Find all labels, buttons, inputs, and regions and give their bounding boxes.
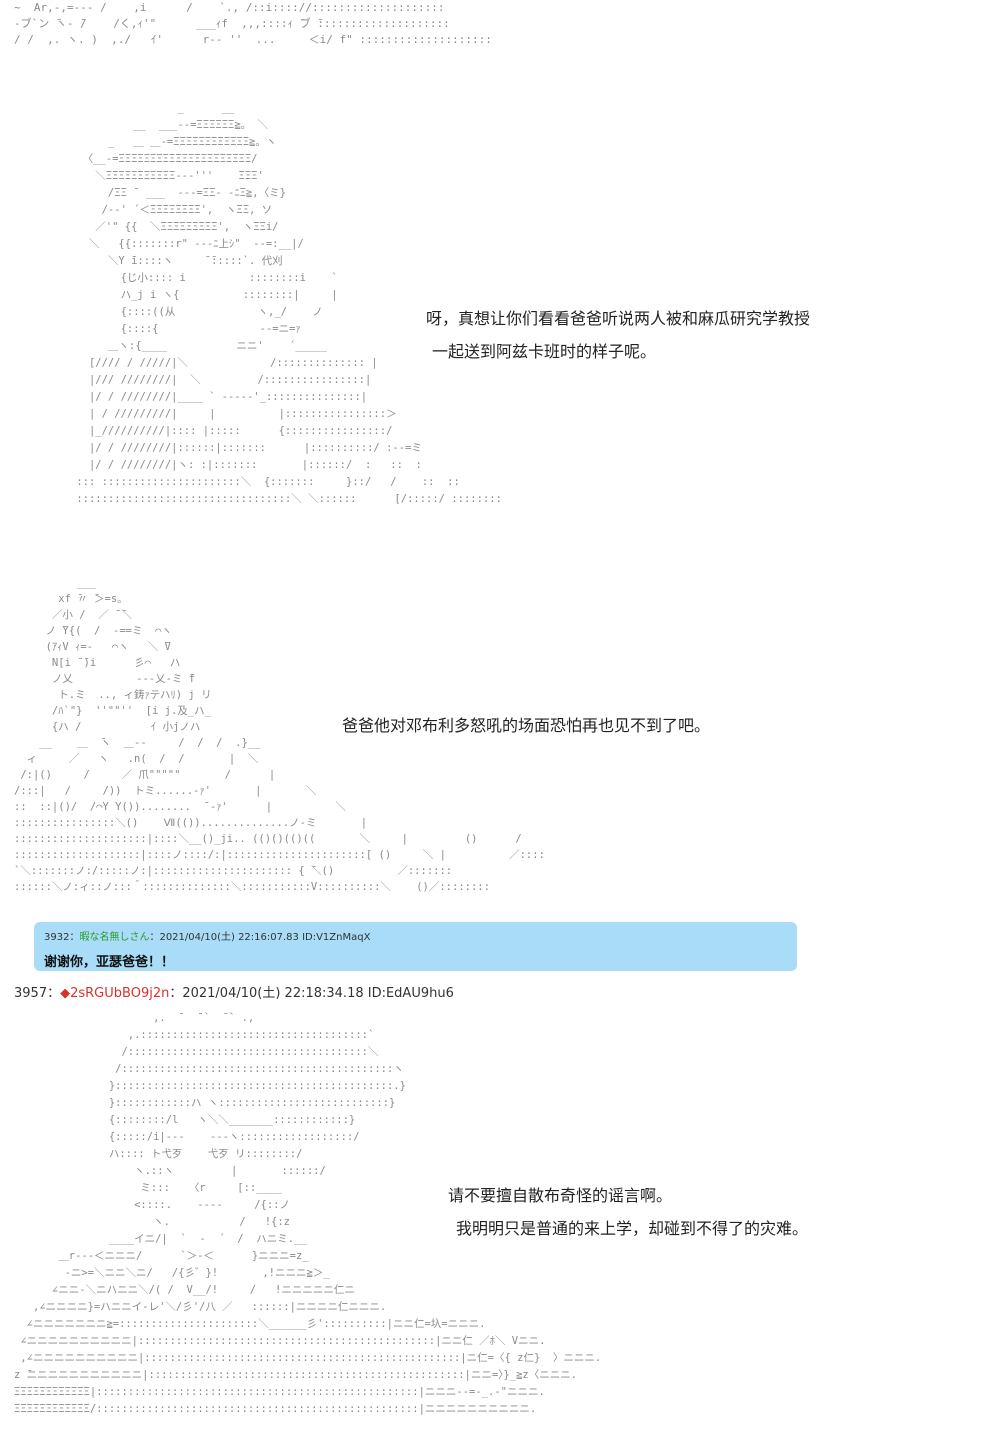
ascii-art-top-fragment: ~ Ar,-,=--- / ,i / `., /::i:::://:::::::… bbox=[14, 1, 492, 46]
post-datetime: ：2021/04/10(土) 22:18:34.18 ID:EdAU9hu6 bbox=[169, 986, 454, 1001]
reply-number: 3932 bbox=[44, 932, 70, 943]
speech-arthur-line1: 呀，真想让你们看看爸爸听说两人被和麻瓜研究学教授 bbox=[426, 309, 811, 328]
post-number[interactable]: 3957 bbox=[14, 986, 48, 1001]
ascii-art-harry: ,. ̄ ̄ ` ̄ ` ., ,.::::::::::::::::::::::… bbox=[14, 1012, 602, 1415]
reply-text: 谢谢你，亚瑟爸爸！！ bbox=[44, 955, 175, 970]
reply-author-name[interactable]: 暇な名無しさん bbox=[79, 932, 150, 943]
speech-harry-line2: 我明明只是普通的来上学，却碰到不得了的灾难。 bbox=[456, 1219, 809, 1238]
diamond-icon: ◆ bbox=[60, 986, 71, 1001]
quoted-reply: 3932：暇な名無しさん：2021/04/10(土) 22:16:07.83 I… bbox=[34, 922, 797, 971]
speech-dumbledore: 爸爸他对邓布利多怒吼的场面恐怕再也见不到了吧。 bbox=[342, 716, 711, 735]
post-author-name[interactable]: 2sRGUbBO9j2n bbox=[70, 986, 170, 1001]
reply-meta: 3932：暇な名無しさん：2021/04/10(土) 22:16:07.83 I… bbox=[44, 932, 371, 943]
ascii-art-dumbledore: ___ xf ̄〃 ̄＞=s。 ／小 / ／ ̄ ̄＼ ノ ̄Y{( / -==… bbox=[14, 577, 545, 893]
ascii-art-arthur: _ __ __ ___--=ΞΞΞΞΞΞ≧。 ＼ _ ＿ ＿-=ΞΞΞΞΞΞΞΞ… bbox=[76, 102, 502, 505]
speech-arthur-line2: 一起送到阿兹卡班时的样子呢。 bbox=[432, 342, 657, 361]
post-header: 3957：◆2sRGUbBO9j2n：2021/04/10(土) 22:18:3… bbox=[14, 986, 454, 1001]
speech-harry-line1: 请不要擅自散布奇怪的谣言啊。 bbox=[448, 1186, 673, 1205]
reply-datetime: ：2021/04/10(土) 22:16:07.83 ID:V1ZnMaqX bbox=[149, 932, 371, 943]
